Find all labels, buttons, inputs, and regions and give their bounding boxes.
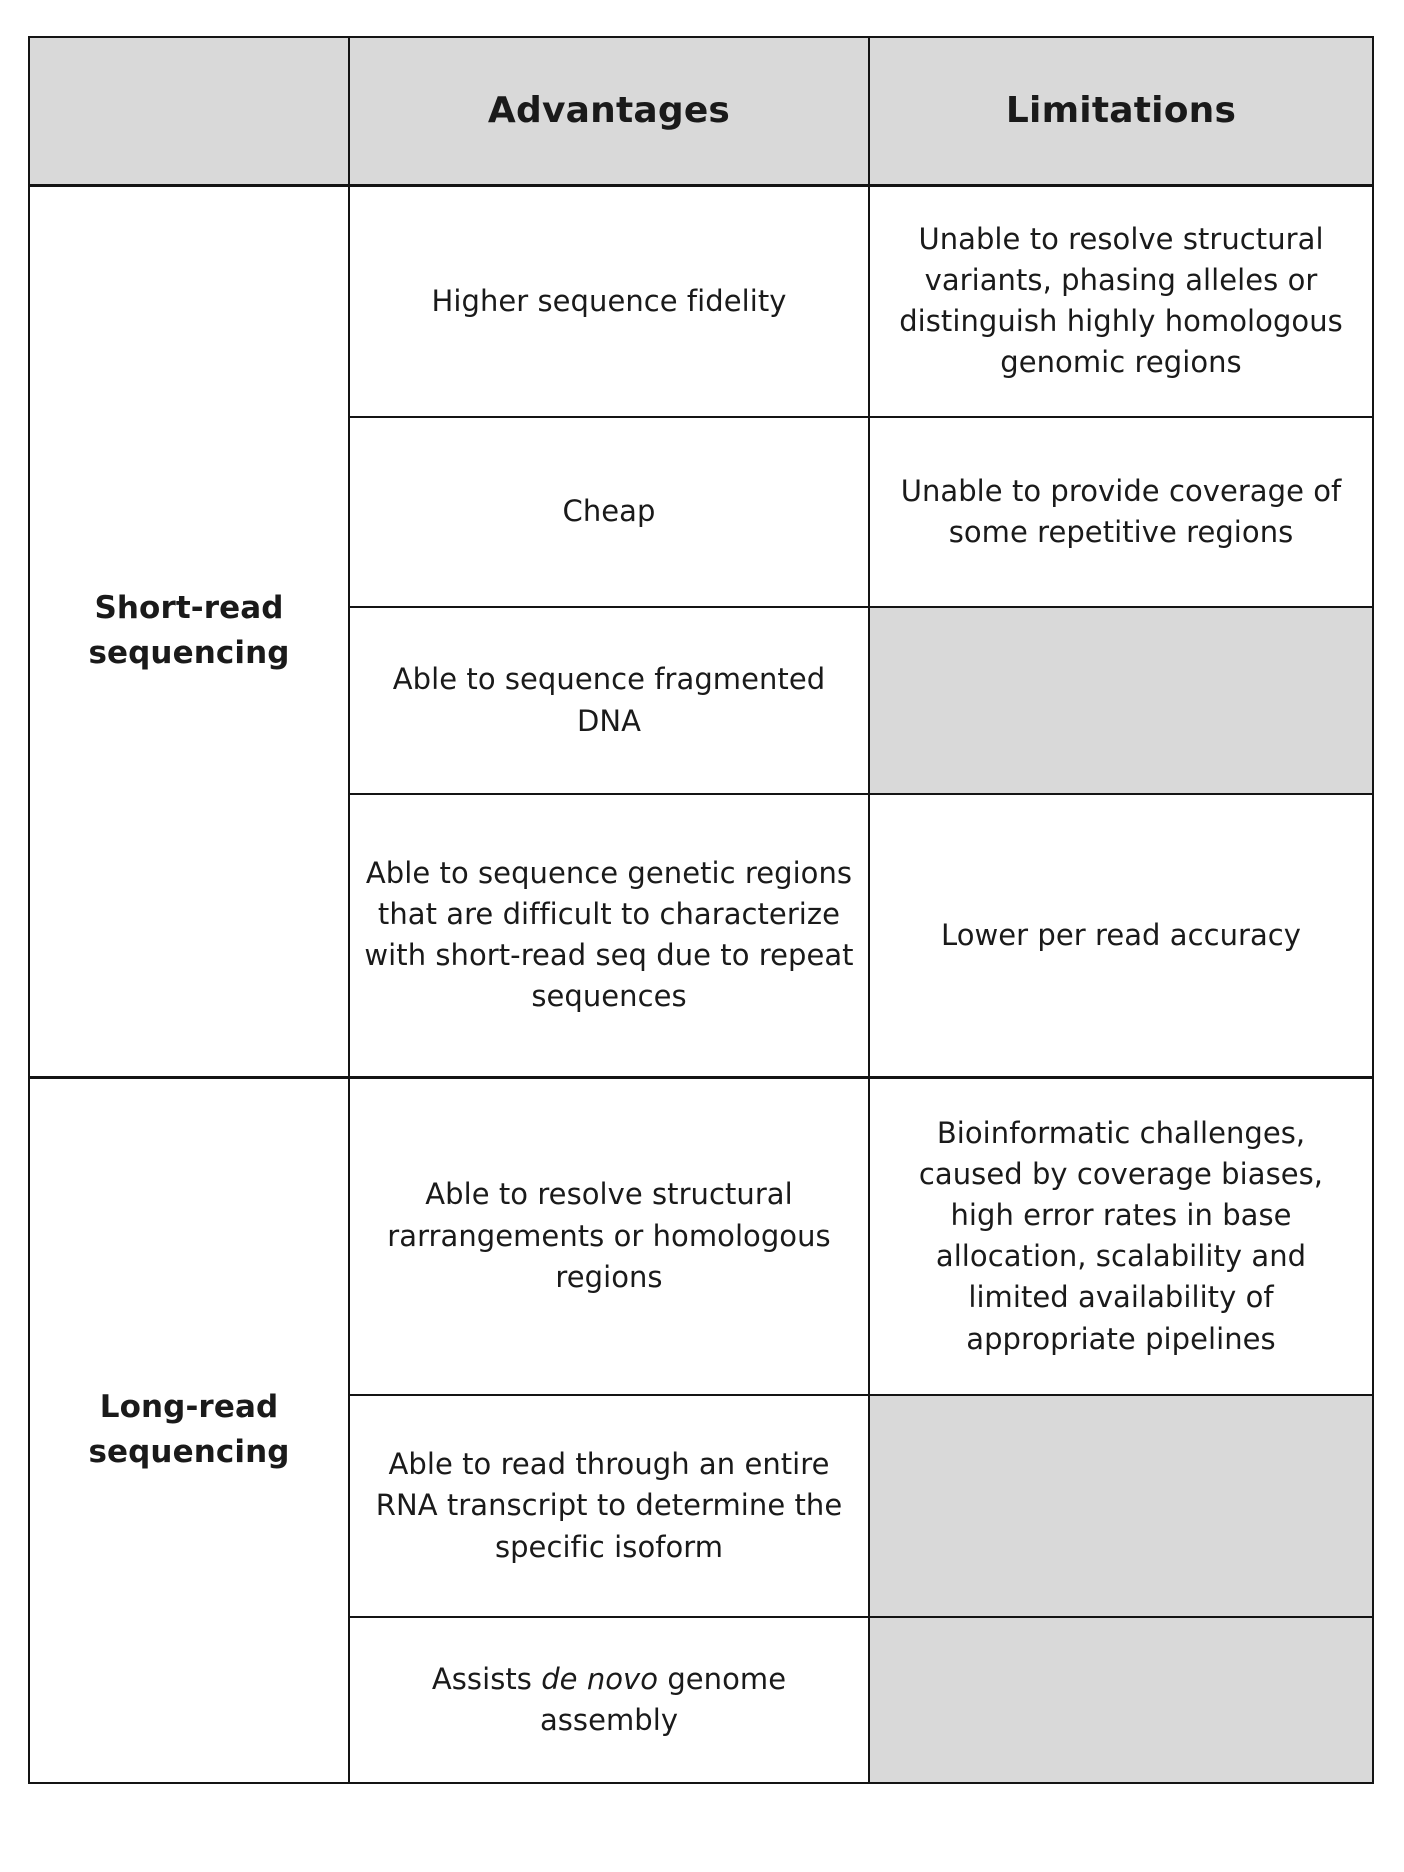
table-body: Short-read sequencing Higher sequence fi… bbox=[28, 183, 1374, 1784]
cell-advantage: Able to sequence genetic regions that ar… bbox=[348, 793, 870, 1078]
cell-advantage-italic-phrase: Assists de novo genome assembly bbox=[348, 1616, 870, 1784]
cell-advantage: Able to read through an entire RNA trans… bbox=[348, 1394, 870, 1618]
cell-advantage: Cheap bbox=[348, 416, 870, 608]
cell-limitation: Unable to provide coverage of some repet… bbox=[868, 416, 1374, 608]
table-row: Long-read sequencing Able to resolve str… bbox=[28, 1075, 1374, 1784]
group-label-line-1: Long-read bbox=[99, 1389, 279, 1426]
group-label-line-1: Short-read bbox=[94, 590, 284, 627]
group-label-line-2: sequencing bbox=[88, 1434, 290, 1471]
group-label-line-2: sequencing bbox=[88, 635, 290, 671]
cell-limitation-empty bbox=[868, 606, 1374, 795]
cell-advantage: Higher sequence fidelity bbox=[348, 183, 870, 418]
table-row: Short-read sequencing Higher sequence fi… bbox=[28, 183, 1374, 1078]
table-row: Able to sequence fragmented DNA bbox=[29, 606, 1374, 795]
table-row: Able to read through an entire RNA trans… bbox=[29, 1394, 1374, 1618]
table-header: Advantages Limitations bbox=[28, 36, 1374, 186]
row-group-label-long-read: Long-read sequencing bbox=[28, 1075, 350, 1784]
cell-limitation: Bioinformatic challenges, caused by cove… bbox=[868, 1075, 1374, 1396]
advantage-text-italic: de novo bbox=[541, 1661, 659, 1696]
table-row: Able to sequence genetic regions that ar… bbox=[29, 793, 1374, 1078]
cell-advantage: Able to resolve structural rarrangements… bbox=[348, 1075, 870, 1396]
cell-limitation-empty bbox=[868, 1616, 1374, 1784]
advantage-text-prefix: Assists bbox=[431, 1661, 542, 1696]
table-row: Cheap Unable to provide coverage of some… bbox=[29, 416, 1374, 608]
header-cell-blank bbox=[28, 36, 350, 186]
cell-advantage: Able to sequence fragmented DNA bbox=[348, 606, 870, 795]
cell-limitation-empty bbox=[868, 1394, 1374, 1618]
cell-limitation: Unable to resolve structural variants, p… bbox=[868, 183, 1374, 418]
header-row: Advantages Limitations bbox=[28, 36, 1374, 186]
table-row: Assists de novo genome assembly bbox=[29, 1616, 1374, 1784]
row-group-label-short-read: Short-read sequencing bbox=[28, 183, 350, 1078]
advantage-text-suffix: genome assembly bbox=[539, 1661, 787, 1737]
header-cell-limitations: Limitations bbox=[868, 36, 1374, 186]
cell-limitation: Lower per read accuracy bbox=[868, 793, 1374, 1078]
header-cell-advantages: Advantages bbox=[348, 36, 870, 186]
sequencing-comparison-table: Advantages Limitations Short-read sequen… bbox=[28, 36, 1374, 1784]
